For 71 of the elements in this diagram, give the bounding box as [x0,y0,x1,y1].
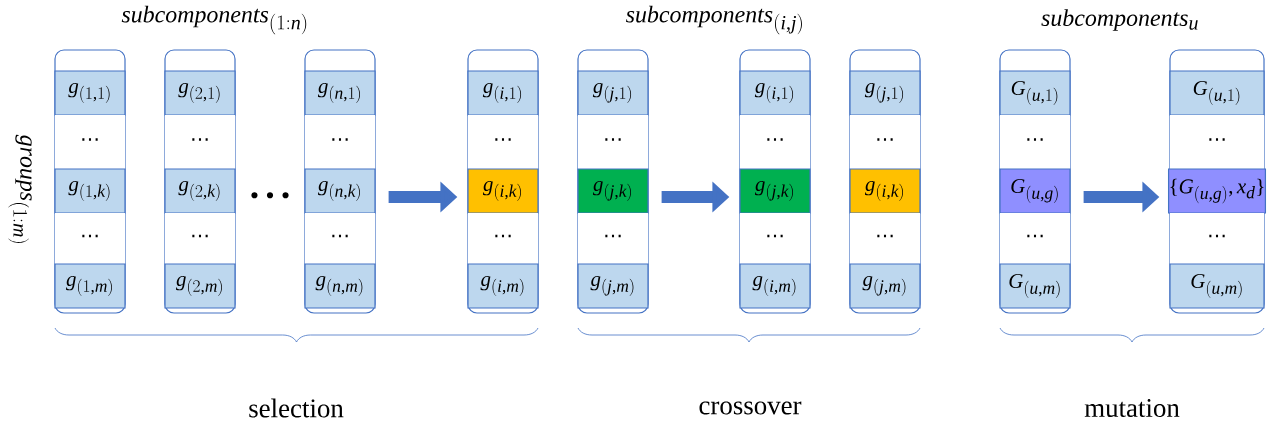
dots-cell: ⋯ [578,115,648,169]
node-label: ⋯ [1209,234,1225,238]
node-label: ⋯ [82,234,98,238]
group-label: selection [249,398,344,418]
gene-cell: $g_{(1,m)}$ [54,263,126,309]
dots-cell: ⋯ [468,115,538,169]
gene-cell: $g_{(n,1)}$ [304,70,376,116]
dots-cell: ⋯ [305,115,375,169]
node-label: ⋯ [192,138,208,141]
dots-cell: ⋯ [165,213,235,264]
gene-cell: $g_{(j,k)}$ [739,168,811,214]
node-label: ⋯ [332,138,348,141]
gene-cell: $G_{(u,1)}$ [999,70,1071,116]
node-label: ⋯ [332,234,348,238]
gene-cell: $g_{(j,m)}$ [849,263,921,309]
column-heading: $subcomponents_{(1:n)}$ [121,5,307,35]
ellipsis: • • • [251,192,289,199]
dots-cell: ⋯ [850,213,920,264]
dots-cell: ⋯ [578,213,648,264]
node-label: ⋯ [1027,138,1043,141]
gene-cell: $g_{(n,m)}$ [304,263,376,309]
gene-cell: $g_{(j,1)}$ [577,70,649,116]
gene-cell: $g_{(2,1)}$ [164,70,236,116]
node-label: ⋯ [767,138,783,141]
column-heading: $subcomponents_u$ [1041,9,1198,31]
dots-cell: ⋯ [1170,115,1264,169]
gene-cell: $g_{(i,1)}$ [739,70,811,116]
dots-cell: ⋯ [740,115,810,169]
gene-cell: $g_{(i,m)}$ [739,263,811,309]
node-label: ⋯ [1209,138,1225,141]
dots-cell: ⋯ [740,213,810,264]
dots-cell: ⋯ [850,115,920,169]
gene-cell: $g_{(i,k)}$ [849,168,921,214]
dots-cell: ⋯ [55,115,125,169]
dots-cell: ⋯ [468,213,538,264]
gene-cell: $g_{(j,1)}$ [849,70,921,116]
node-label: ⋯ [767,234,783,238]
dots-cell: ⋯ [1000,213,1070,264]
column-heading: $subcomponents_{(i,j)}$ [626,5,802,35]
group-label: crossover [699,401,802,415]
gene-cell: $g_{(j,k)}$ [577,168,649,214]
axis-label: $groups_{(1:m)}$ [8,134,32,243]
dots-cell: ⋯ [55,213,125,264]
node-label: ⋯ [82,138,98,141]
gene-cell: $g_{(i,1)}$ [467,70,539,116]
gene-cell: $g_{(1,1)}$ [54,70,126,116]
node-label: ⋯ [192,234,208,238]
dots-cell: ⋯ [1000,115,1070,169]
node-label: ⋯ [877,138,893,141]
gene-cell: $g_{(i,m)}$ [467,263,539,309]
dots-cell: ⋯ [165,115,235,169]
node-label: ⋯ [605,138,621,141]
gene-cell: $G_{(u,m)}$ [999,263,1071,309]
group-label: mutation [1084,398,1180,418]
node-label: ⋯ [1027,234,1043,238]
dots-cell: ⋯ [1170,213,1264,264]
node-label: ⋯ [605,234,621,238]
node-label: ⋯ [877,234,893,238]
gene-cell: $g_{(2,k)}$ [164,168,236,214]
gene-cell: $g_{(n,k)}$ [304,168,376,214]
gene-cell: $G_{(u,g)}$ [999,168,1071,214]
gene-cell: $G_{(u,m)}$ [1169,263,1265,309]
gene-cell: $g_{(1,k)}$ [54,168,126,214]
node-label: ⋯ [495,138,511,141]
gene-cell: $g_{(j,m)}$ [577,263,649,309]
gene-cell: $g_{(2,m)}$ [164,263,236,309]
node-label: ⋯ [495,234,511,238]
gene-cell: $g_{(i,k)}$ [467,168,539,214]
dots-cell: ⋯ [305,213,375,264]
gene-cell: $G_{(u,1)}$ [1169,70,1265,116]
gene-cell: $\{G_{(u,g)},x_d\}$ [1168,168,1267,214]
